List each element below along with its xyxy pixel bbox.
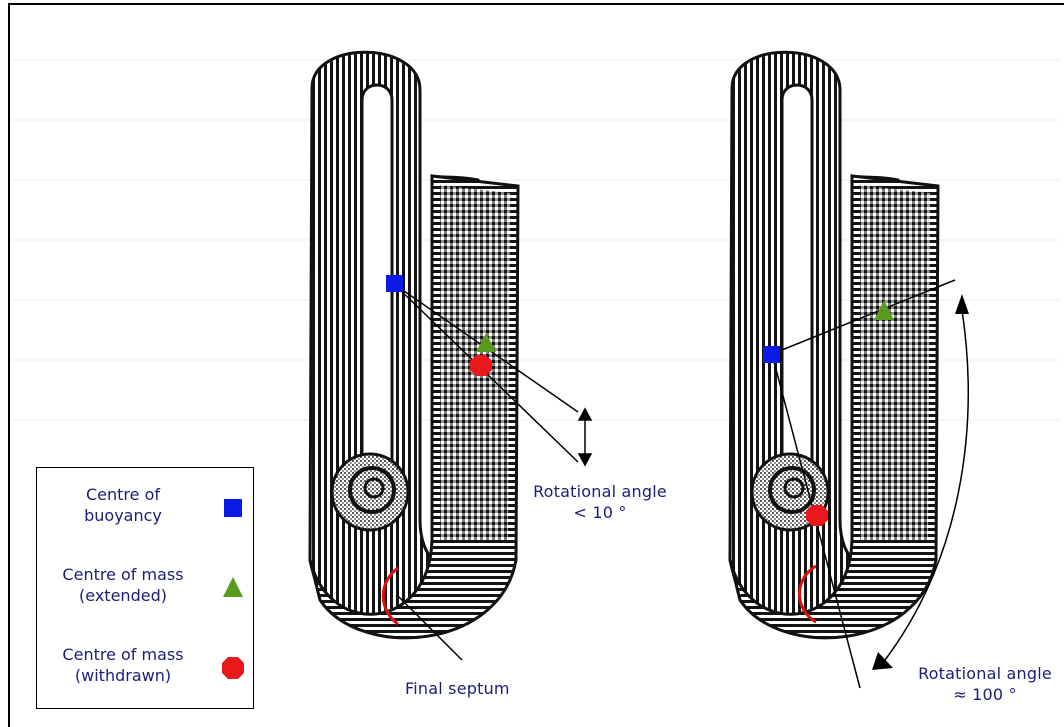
- legend-mass-withdrawn-label: Centre of mass (withdrawn): [43, 644, 203, 686]
- shell-right-illustration: [730, 52, 938, 638]
- legend-buoyancy-label: Centre of buoyancy: [43, 484, 203, 526]
- legend-box: Centre of buoyancy Centre of mass (exten…: [36, 467, 254, 709]
- left-centre-of-buoyancy-marker: [386, 275, 403, 292]
- legend-mass-withdrawn-line2: (withdrawn): [43, 665, 203, 686]
- rotational-angle-left-label: Rotational angle < 10 °: [520, 481, 680, 523]
- final-septum-label: Final septum: [405, 678, 510, 699]
- legend-mass-withdrawn-line1: Centre of mass: [43, 644, 203, 665]
- right-centre-of-mass-withdrawn-marker: [806, 505, 828, 526]
- right-rotation-arrow-bottom-icon: [872, 652, 893, 670]
- right-centre-of-buoyancy-marker: [763, 346, 780, 363]
- legend-mass-extended-label: Centre of mass (extended): [43, 564, 203, 606]
- blue-square-icon: [223, 498, 243, 518]
- right-rotation-arrow-top-icon: [955, 294, 969, 314]
- left-angle-arrows-icon: [579, 409, 591, 465]
- rotational-angle-right-label: Rotational angle ≈ 100 °: [906, 663, 1064, 705]
- legend-buoyancy-line2: buoyancy: [43, 505, 203, 526]
- rotational-angle-left-line1: Rotational angle: [520, 481, 680, 502]
- legend-mass-extended-line1: Centre of mass: [43, 564, 203, 585]
- left-centre-of-mass-withdrawn-marker: [470, 355, 492, 376]
- rotational-angle-left-line2: < 10 °: [520, 502, 680, 523]
- rotational-angle-right-line1: Rotational angle: [906, 663, 1064, 684]
- rotational-angle-right-line2: ≈ 100 °: [906, 684, 1064, 705]
- red-octagon-icon: [221, 656, 245, 680]
- legend-mass-extended-line2: (extended): [43, 585, 203, 606]
- green-triangle-icon: [222, 576, 244, 598]
- legend-buoyancy-line1: Centre of: [43, 484, 203, 505]
